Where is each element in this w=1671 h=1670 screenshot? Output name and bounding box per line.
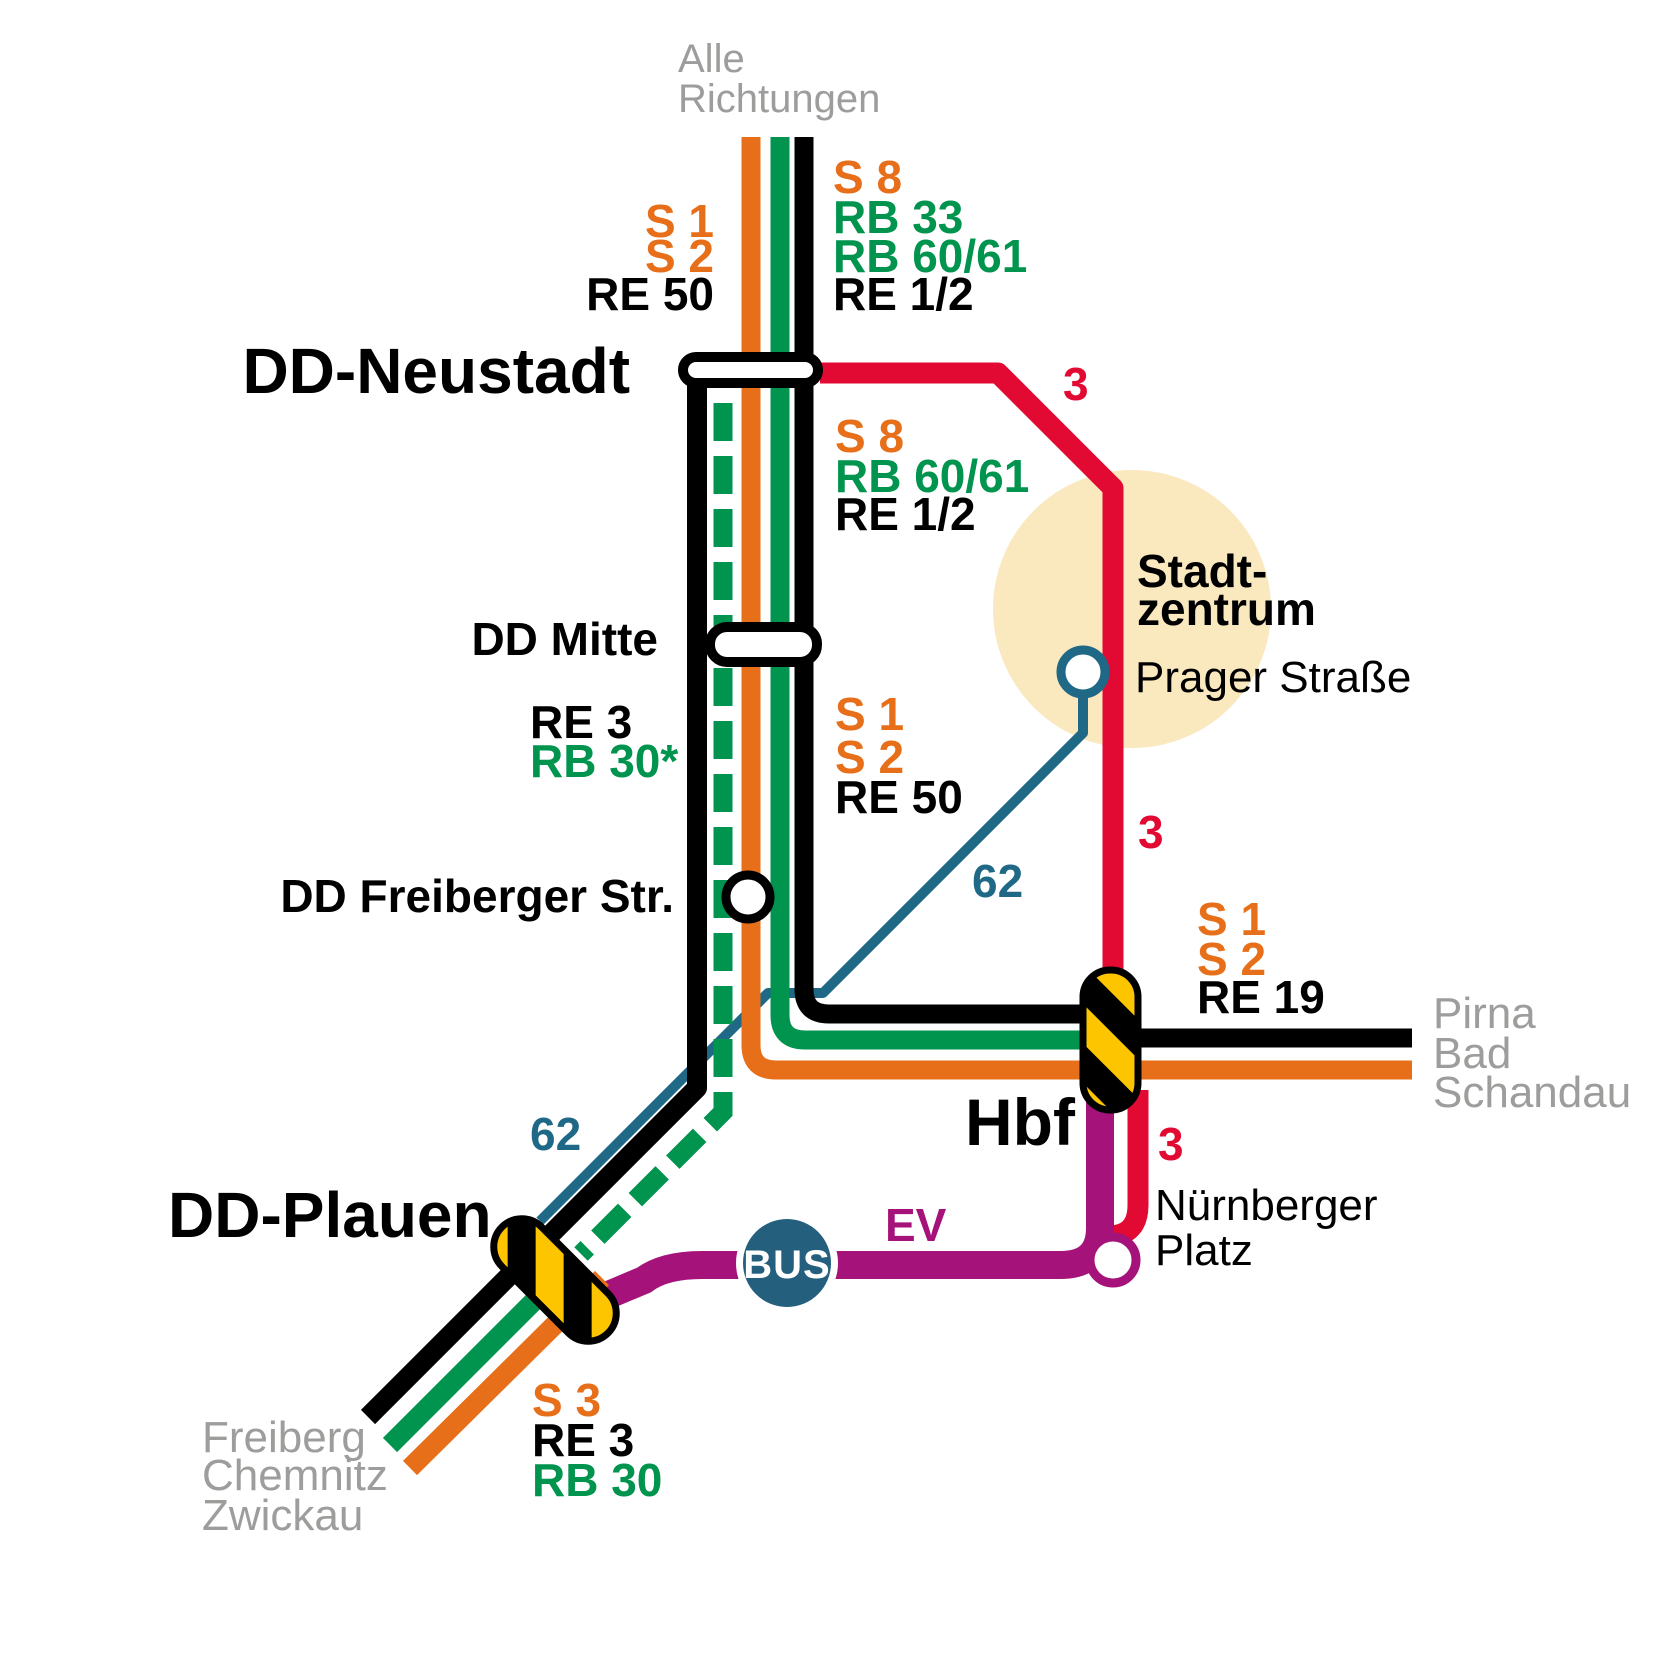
station-label-dd-mitte: DD Mitte: [471, 613, 658, 665]
route-label-s2-mid: S 2: [835, 731, 904, 783]
bus-badge-circle: [743, 1219, 831, 1307]
route-label-s1-hbf: S 1: [1197, 893, 1266, 945]
route-label-s8-topright: S 8: [833, 151, 902, 203]
route-label-re3-south: RE 3: [532, 1414, 634, 1466]
bus-badge-label: BUS: [743, 1243, 830, 1287]
tram-3-label-top: 3: [1063, 358, 1089, 410]
station-pill-hbf-closed: [1079, 966, 1142, 1114]
bus-62-label-bottom: 62: [530, 1108, 581, 1160]
route-label-s1-topleft: S 1: [645, 195, 714, 247]
station-label-nuernberger-line1: Nürnberger: [1155, 1181, 1378, 1230]
station-label-dd-neustadt: DD-Neustadt: [242, 335, 630, 407]
dest-east-line1: Pirna: [1433, 989, 1536, 1038]
station-label-hbf: Hbf: [965, 1085, 1076, 1159]
route-label-re3-mitte: RE 3: [530, 696, 632, 748]
dest-southwest-line2: Chemnitz: [202, 1451, 388, 1500]
route-label-rb30-south: RB 30: [532, 1454, 662, 1506]
route-label-re12-belowneustadt: RE 1/2: [835, 488, 976, 540]
rail-line-re-west: [794, 137, 1105, 1024]
route-label-rb30-diverted: RB 30*: [530, 735, 678, 787]
rail-line-rb30-south: [382, 1267, 568, 1453]
route-label-rb33-topright: RB 33: [833, 191, 963, 243]
tram-3-label-mid: 3: [1138, 806, 1164, 858]
tram-3-label-bottom: 3: [1158, 1118, 1184, 1170]
dest-southwest-line1: Freiberg: [202, 1413, 366, 1462]
dest-east-line3: Schandau: [1433, 1068, 1631, 1117]
station-dot-prager-strasse: [1056, 645, 1110, 699]
station-label-dd-freiberger-str: DD Freiberger Str.: [280, 870, 674, 922]
station-label-prager-strasse: Prager Straße: [1135, 653, 1411, 702]
route-label-re50-topleft: RE 50: [586, 268, 714, 320]
route-label-s2-topleft: S 2: [645, 230, 714, 282]
route-label-re50-mid: RE 50: [835, 771, 963, 823]
station-label-nuernberger-line2: Platz: [1155, 1226, 1253, 1275]
route-label-re12-topright: RE 1/2: [833, 268, 974, 320]
route-label-re19-hbf: RE 19: [1197, 971, 1325, 1023]
station-dot-nuernberger-platz: [1085, 1232, 1141, 1288]
label-stadtzentrum-line1: Stadt-: [1137, 545, 1267, 597]
route-label-s8-belowneustadt: S 8: [835, 410, 904, 462]
station-label-dd-plauen: DD-Plauen: [168, 1179, 492, 1251]
bus-62-label-top: 62: [972, 855, 1023, 907]
route-label-rb6061-belowneustadt: RB 60/61: [835, 450, 1029, 502]
dest-east-line2: Bad: [1433, 1029, 1511, 1078]
label-stadtzentrum-line2: zentrum: [1137, 583, 1316, 635]
route-label-s1-mid: S 1: [835, 688, 904, 740]
dest-north-line2: Richtungen: [678, 77, 880, 121]
ev-label: EV: [885, 1199, 947, 1251]
station-dot-dd-freiberger-str: [721, 870, 775, 924]
station-pill-dd-plauen-closed: [490, 1215, 620, 1345]
tram-line-3-north: [820, 362, 1124, 990]
route-label-s3-south: S 3: [532, 1374, 601, 1426]
dest-north-line1: Alle: [678, 37, 745, 81]
dest-southwest-line3: Zwickau: [202, 1491, 363, 1540]
rail-line-rb: [770, 137, 1100, 1050]
station-pill-dd-neustadt: [678, 352, 823, 388]
station-pill-dd-mitte: [705, 622, 822, 667]
rail-line-s1-s2: [741, 137, 1412, 1080]
route-label-rb6061-topright: RB 60/61: [833, 230, 1027, 282]
route-label-s2-hbf: S 2: [1197, 933, 1266, 985]
rail-line-re3: [360, 370, 707, 1425]
